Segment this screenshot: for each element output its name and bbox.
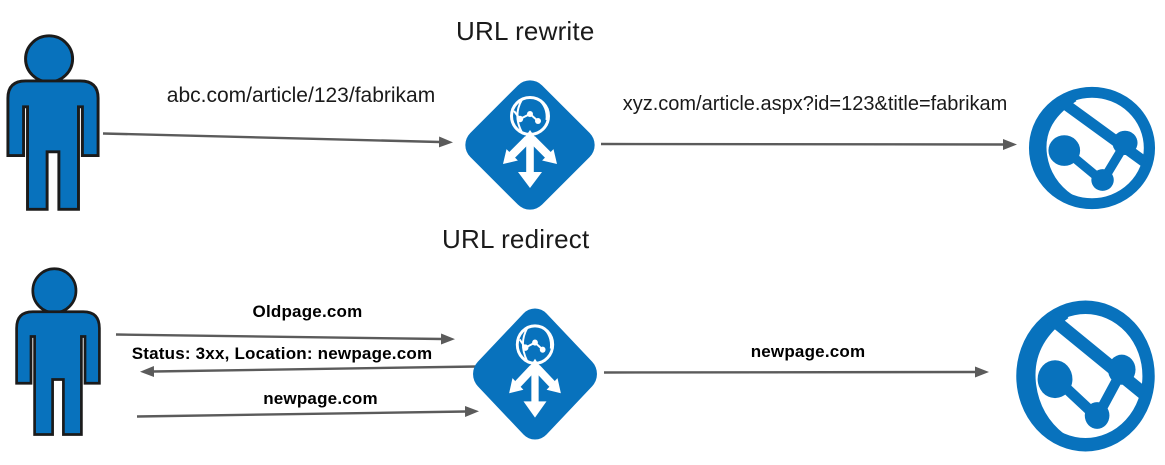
url-redirect-title: URL redirect (442, 224, 590, 254)
redirect-response-arrow (140, 365, 478, 377)
rewrite-forward-arrow (600, 138, 1017, 150)
user-icon (15, 267, 101, 436)
web-app-icon (1016, 300, 1155, 452)
web-app-icon (1028, 86, 1156, 210)
redirect-newpage-label: newpage.com (263, 389, 378, 408)
gateway-trident-glyph (509, 358, 561, 418)
redirect-request-arrow (115, 333, 455, 345)
redirect-forward-newpage-label: newpage.com (750, 342, 866, 361)
application-gateway-icon (465, 80, 595, 210)
rewrite-rewritten-url-label: xyz.com/article.aspx?id=123&title=fabrik… (622, 93, 1008, 115)
url-rewrite-title: URL rewrite (456, 16, 595, 46)
redirect-new-request-arrow (136, 406, 479, 418)
redirect-forward-arrow (603, 366, 989, 378)
redirect-status-label: Status: 3xx, Location: newpage.com (131, 344, 433, 363)
redirect-oldpage-label: Oldpage.com (252, 302, 363, 321)
rewrite-request-url-label: abc.com/article/123/fabrikam (166, 84, 436, 107)
gateway-trident-glyph (503, 130, 557, 188)
rewrite-request-arrow (102, 132, 453, 148)
user-icon (6, 34, 100, 211)
application-gateway-icon (473, 308, 597, 440)
